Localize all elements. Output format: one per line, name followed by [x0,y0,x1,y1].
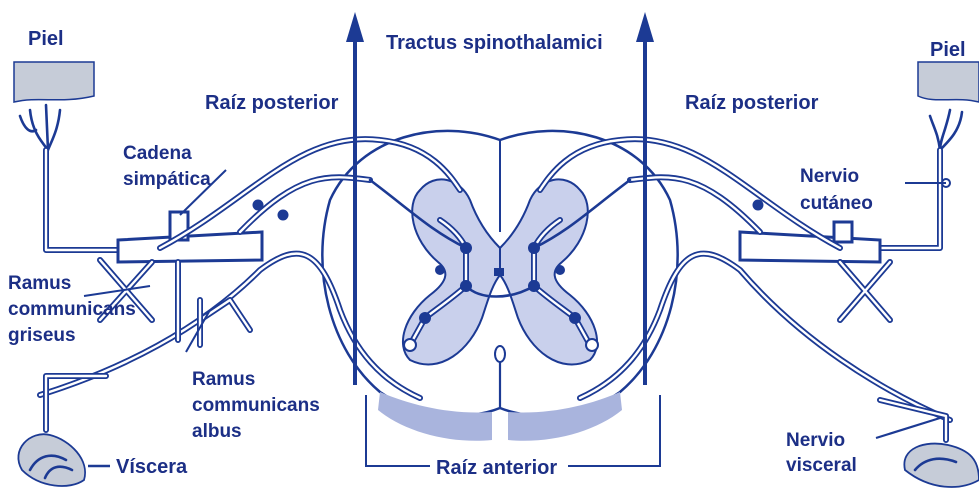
cadena-label-line1: Cadena [123,143,192,164]
piel-left-label: Piel [28,28,64,50]
sympathetic-ganglion-right [740,232,880,262]
skin-left-icon [14,62,94,102]
viscera-left-icon [18,434,85,486]
sympathetic-ganglion-left [118,232,262,262]
ramus-albus-label-line2: communicans [192,395,320,416]
tract-right-arrow-icon [636,12,654,42]
spinal-cord [322,131,677,441]
cadena-label-line2: simpática [123,169,211,190]
ramus-griseus-label-line2: communicans [8,299,136,320]
tract-left-arrow-icon [346,12,364,42]
ramus-albus-label-line1: Ramus [192,369,255,390]
raiz-anterior-label: Raíz anterior [436,457,557,479]
viscera-label: Víscera [116,456,188,478]
nervio-visceral-label-line2: visceral [786,455,857,476]
ramus-griseus-label-line3: griseus [8,325,76,346]
tract-label: Tractus spinothalamici [386,32,603,54]
central-canal [494,268,504,276]
skin-right-icon [918,62,979,102]
raiz-posterior-left-label: Raíz posterior [205,92,339,114]
viscera-right-icon [904,444,979,487]
raiz-posterior-right-label: Raíz posterior [685,92,819,114]
fissure-bulb [495,346,505,362]
cutaneous-nerve-left [46,150,118,250]
nervio-cutaneo-label-line1: Nervio [800,166,859,187]
nervio-visceral-label-line1: Nervio [786,430,845,451]
nervio-cutaneo-label-line2: cutáneo [800,193,873,214]
ramus-griseus-label-line1: Ramus [8,273,71,294]
piel-right-label: Piel [930,39,966,61]
ramus-albus-label-line3: albus [192,421,242,442]
